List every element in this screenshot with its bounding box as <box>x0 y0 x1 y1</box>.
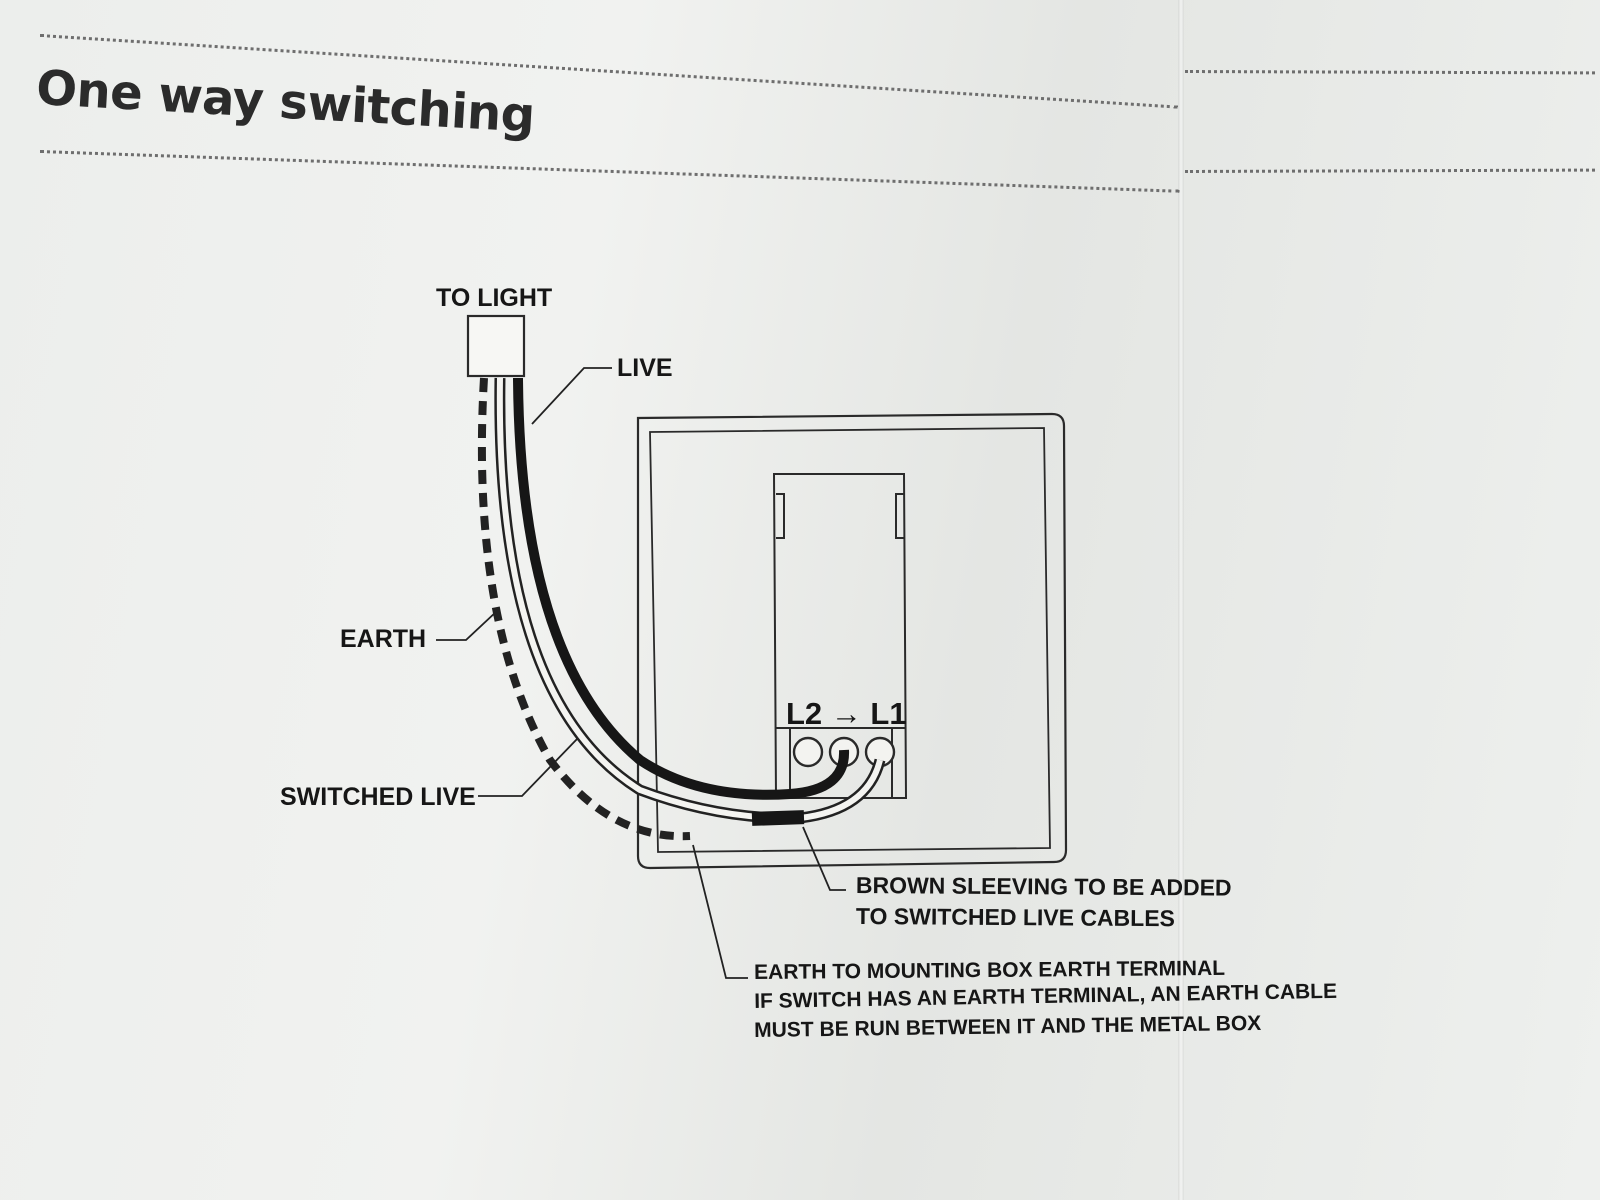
earth-note-leader <box>692 844 748 979</box>
earth-label: EARTH <box>340 625 427 653</box>
switch-module <box>772 473 908 799</box>
earth-note-line1: EARTH TO MOUNTING BOX EARTH TERMINAL <box>754 956 1226 984</box>
leader-lines <box>436 367 846 979</box>
switched-live-wire-core <box>496 377 883 822</box>
to-light-label: TO LIGHT <box>436 284 553 312</box>
switched-live-leader <box>478 737 579 797</box>
live-label: LIVE <box>617 354 673 382</box>
earth-wire <box>477 377 691 841</box>
brown-sleeving-leader <box>802 826 846 891</box>
earth-leader <box>436 610 498 641</box>
live-leader <box>531 367 612 425</box>
terminal-screws <box>792 736 896 768</box>
live-wire <box>513 377 850 800</box>
brown-sleeving-note-line2: TO SWITCHED LIVE CABLES <box>855 903 1176 932</box>
terminal-label: L2 → L1 <box>786 696 907 731</box>
switched-live-label: SWITCHED LIVE <box>280 783 476 811</box>
light-connector-box <box>466 314 526 378</box>
mounting-box <box>636 412 1068 870</box>
paper-fold <box>1178 0 1184 1200</box>
terminal-l2-screw <box>792 736 824 768</box>
brown-sleeving-note-line1: BROWN SLEEVING TO BE ADDED <box>855 872 1232 901</box>
brown-sleeving-mark <box>751 810 805 826</box>
